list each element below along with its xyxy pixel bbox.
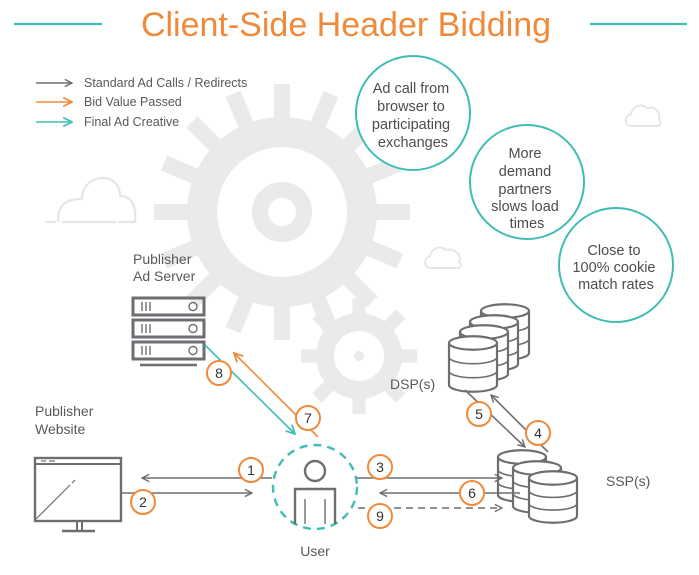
legend: Standard Ad Calls / Redirects Bid Value … [36,76,247,129]
server-rack-icon [131,296,206,367]
bubble-line: times [510,216,545,232]
cloud-icon [46,176,137,224]
step-number: 9 [376,508,384,524]
bubble-line: demand [499,164,551,180]
info-bubble: More demand partners slows load times [469,124,585,240]
user-label: User [300,543,330,559]
step-markers: 1 2 3 4 5 6 7 8 9 [130,360,551,529]
legend-item-standard: Standard Ad Calls / Redirects [36,76,247,90]
step-number: 8 [215,365,223,381]
step-marker-8: 8 [206,360,232,386]
bubble-line: slows load [491,199,559,215]
step-number: 2 [139,494,147,510]
page-title: Client-Side Header Bidding [141,6,551,44]
step-marker-7: 7 [295,405,321,431]
step-marker-1: 1 [238,457,264,483]
database-stack-icon [447,303,531,393]
bubble-line: browser to [377,99,445,115]
info-bubble: Close to 100% cookie match rates [558,207,674,323]
step-marker-4: 4 [525,420,551,446]
dsp-label: DSP(s) [390,376,435,392]
svg-text:Close to 100% cookie: Close to 100% cookie match rates [572,243,659,293]
gear-icon-small [301,298,417,414]
user-dashed-ring [271,443,359,531]
step-marker-9: 9 [367,503,393,529]
step-number: 3 [376,459,384,475]
step-marker-6: 6 [459,480,485,506]
title-block: Client-Side Header Bidding [14,6,687,44]
step-number: 1 [247,462,255,478]
website-label: Publisher Website [35,403,97,437]
svg-text:Ad call from browser to: Ad call from browser to participating ex… [372,81,454,151]
user-icon [293,459,337,524]
info-bubble: Ad call from browser to participating ex… [355,55,471,171]
step-number: 4 [534,425,542,441]
legend-label: Bid Value Passed [84,95,182,109]
node-publisher-website: Publisher Website [33,403,123,533]
background-decorations [46,84,662,414]
svg-text:More demand partne: More demand partners slows load times [491,146,563,232]
cloud-icon [424,246,462,269]
node-user: User [271,443,359,559]
ssp-label: SSP(s) [606,473,650,489]
bubble-line: 100% cookie [572,260,655,276]
bubble-line: exchanges [378,135,448,151]
database-cylinder [527,470,579,524]
legend-item-final-creative: Final Ad Creative [36,115,179,129]
step-number: 7 [304,410,312,426]
bubble-line: Close to [587,243,640,259]
legend-label: Standard Ad Calls / Redirects [84,76,247,90]
bubble-line: match rates [578,277,654,293]
arrow-step-8 [204,344,295,434]
database-stack-icon [496,449,579,524]
step-number: 6 [468,485,476,501]
bubble-line: Ad call from [373,81,450,97]
node-publisher-ad-server: Publisher Ad Server [131,251,206,367]
bubble-line: More [508,146,541,162]
bubble-line: partners [498,182,551,198]
monitor-icon [33,456,123,533]
cloud-icon [624,104,662,127]
step-marker-3: 3 [367,454,393,480]
arrow-step-5 [464,389,525,447]
database-cylinder [447,335,499,393]
bubble-line: participating [372,117,450,133]
step-number: 5 [475,406,483,422]
legend-item-bid-value: Bid Value Passed [36,95,182,109]
node-ssp: SSP(s) [496,449,650,524]
step-marker-2: 2 [130,489,156,515]
ad-server-label: Publisher Ad Server [133,251,196,284]
node-dsp: DSP(s) [390,303,531,393]
step-marker-5: 5 [466,401,492,427]
legend-label: Final Ad Creative [84,115,179,129]
